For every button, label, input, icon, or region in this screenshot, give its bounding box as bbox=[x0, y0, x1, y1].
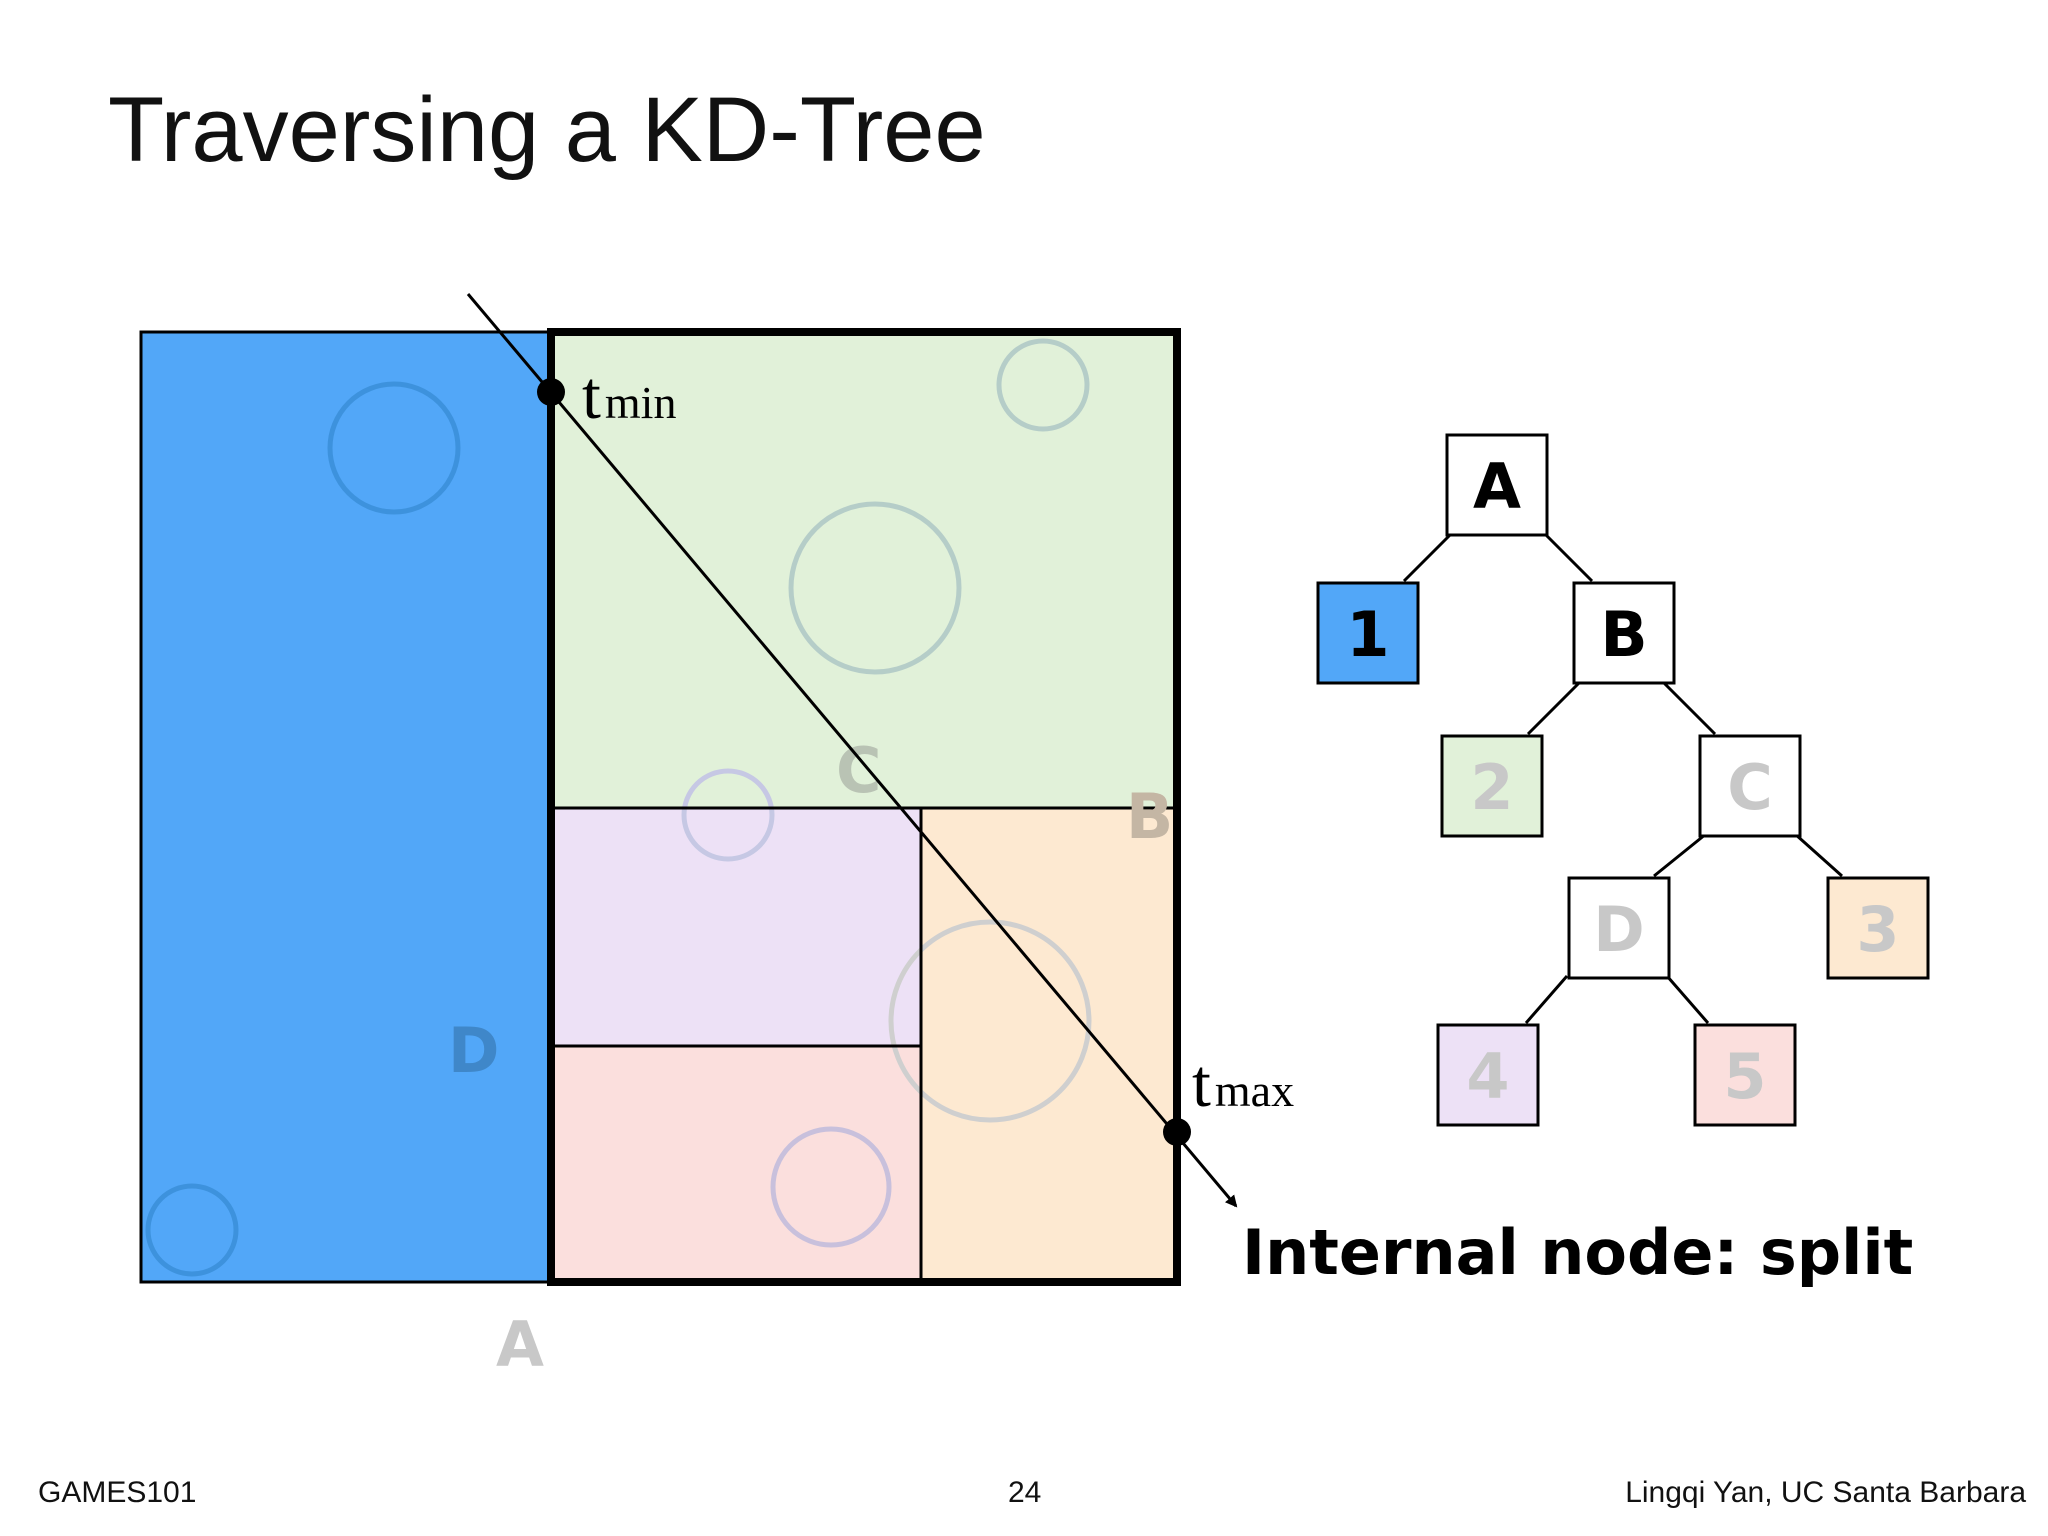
split-lines bbox=[547, 328, 1181, 1286]
tree-node-c bbox=[1698, 734, 1802, 838]
t-max-label: tmax bbox=[1192, 1045, 1294, 1121]
tree-node-c-label: C bbox=[1727, 751, 1773, 824]
tree-edges bbox=[1402, 532, 1843, 1024]
region-4 bbox=[551, 808, 921, 1046]
object-circle bbox=[788, 501, 962, 675]
region-label-a: A bbox=[496, 1308, 544, 1381]
tree-edge bbox=[1653, 832, 1707, 878]
tree-edge bbox=[1402, 532, 1453, 583]
tree-leaf-3-label: 3 bbox=[1856, 893, 1899, 966]
t-max-point bbox=[1163, 1118, 1191, 1146]
tree-leaf-5-label: 5 bbox=[1723, 1040, 1766, 1113]
region-label-c: C bbox=[836, 734, 882, 807]
t-min-label: tmin bbox=[582, 357, 676, 433]
region-5 bbox=[551, 1046, 921, 1282]
scene-objects bbox=[145, 338, 1092, 1277]
tree-node-d bbox=[1567, 876, 1671, 980]
object-circle bbox=[327, 381, 461, 515]
object-circle bbox=[888, 919, 1092, 1123]
tree-edge bbox=[1794, 832, 1843, 878]
slide-title: Traversing a KD-Tree bbox=[108, 79, 986, 181]
region-2 bbox=[551, 332, 1177, 808]
tree-leaf-4-label: 4 bbox=[1466, 1040, 1509, 1113]
tree-node-b-label: B bbox=[1600, 598, 1647, 671]
tree-edge bbox=[1665, 975, 1710, 1024]
footer-course: GAMES101 bbox=[38, 1476, 197, 1509]
tree-node-a bbox=[1445, 433, 1549, 537]
tree-leaf-2-label: 2 bbox=[1470, 751, 1513, 824]
tree-edge bbox=[1526, 680, 1582, 736]
tree-leaf-4 bbox=[1436, 1023, 1540, 1127]
node-a-right-bound bbox=[547, 328, 1181, 1286]
region-3 bbox=[921, 808, 1177, 1282]
object-circle bbox=[681, 768, 775, 862]
region-label-d: D bbox=[448, 1014, 499, 1087]
region-1-leaf bbox=[139, 330, 553, 1284]
t-min-point bbox=[537, 378, 565, 406]
object-circle bbox=[996, 338, 1090, 432]
tree-node-labels: A 1 B 2 C D 3 4 5 bbox=[1346, 450, 1899, 1113]
footer-page-number: 24 bbox=[1008, 1476, 1042, 1509]
tree-leaf-1-label: 1 bbox=[1346, 598, 1389, 671]
object-circle bbox=[770, 1126, 892, 1248]
tree-edge bbox=[1661, 680, 1717, 736]
tree-node-b bbox=[1572, 581, 1676, 685]
region-label-b: B bbox=[1126, 780, 1173, 853]
ray bbox=[466, 293, 1238, 1208]
ray-line bbox=[466, 293, 1238, 1208]
object-circle bbox=[145, 1183, 239, 1277]
tree-node-a-label: A bbox=[1473, 450, 1521, 523]
tree-leaf-1 bbox=[1316, 581, 1420, 685]
footer-author: Lingqi Yan, UC Santa Barbara bbox=[1625, 1476, 2026, 1509]
tree-leaf-3 bbox=[1826, 876, 1930, 980]
tree-leaf-2 bbox=[1440, 734, 1544, 838]
tree-edge bbox=[1543, 532, 1594, 583]
tree-nodes bbox=[1316, 433, 1930, 1127]
scene-regions bbox=[139, 330, 1177, 1284]
tree-edge bbox=[1524, 975, 1569, 1024]
tree-node-d-label: D bbox=[1593, 893, 1644, 966]
tree-leaf-5 bbox=[1693, 1023, 1797, 1127]
caption-internal-node-split: Internal node: split bbox=[1242, 1216, 1913, 1289]
